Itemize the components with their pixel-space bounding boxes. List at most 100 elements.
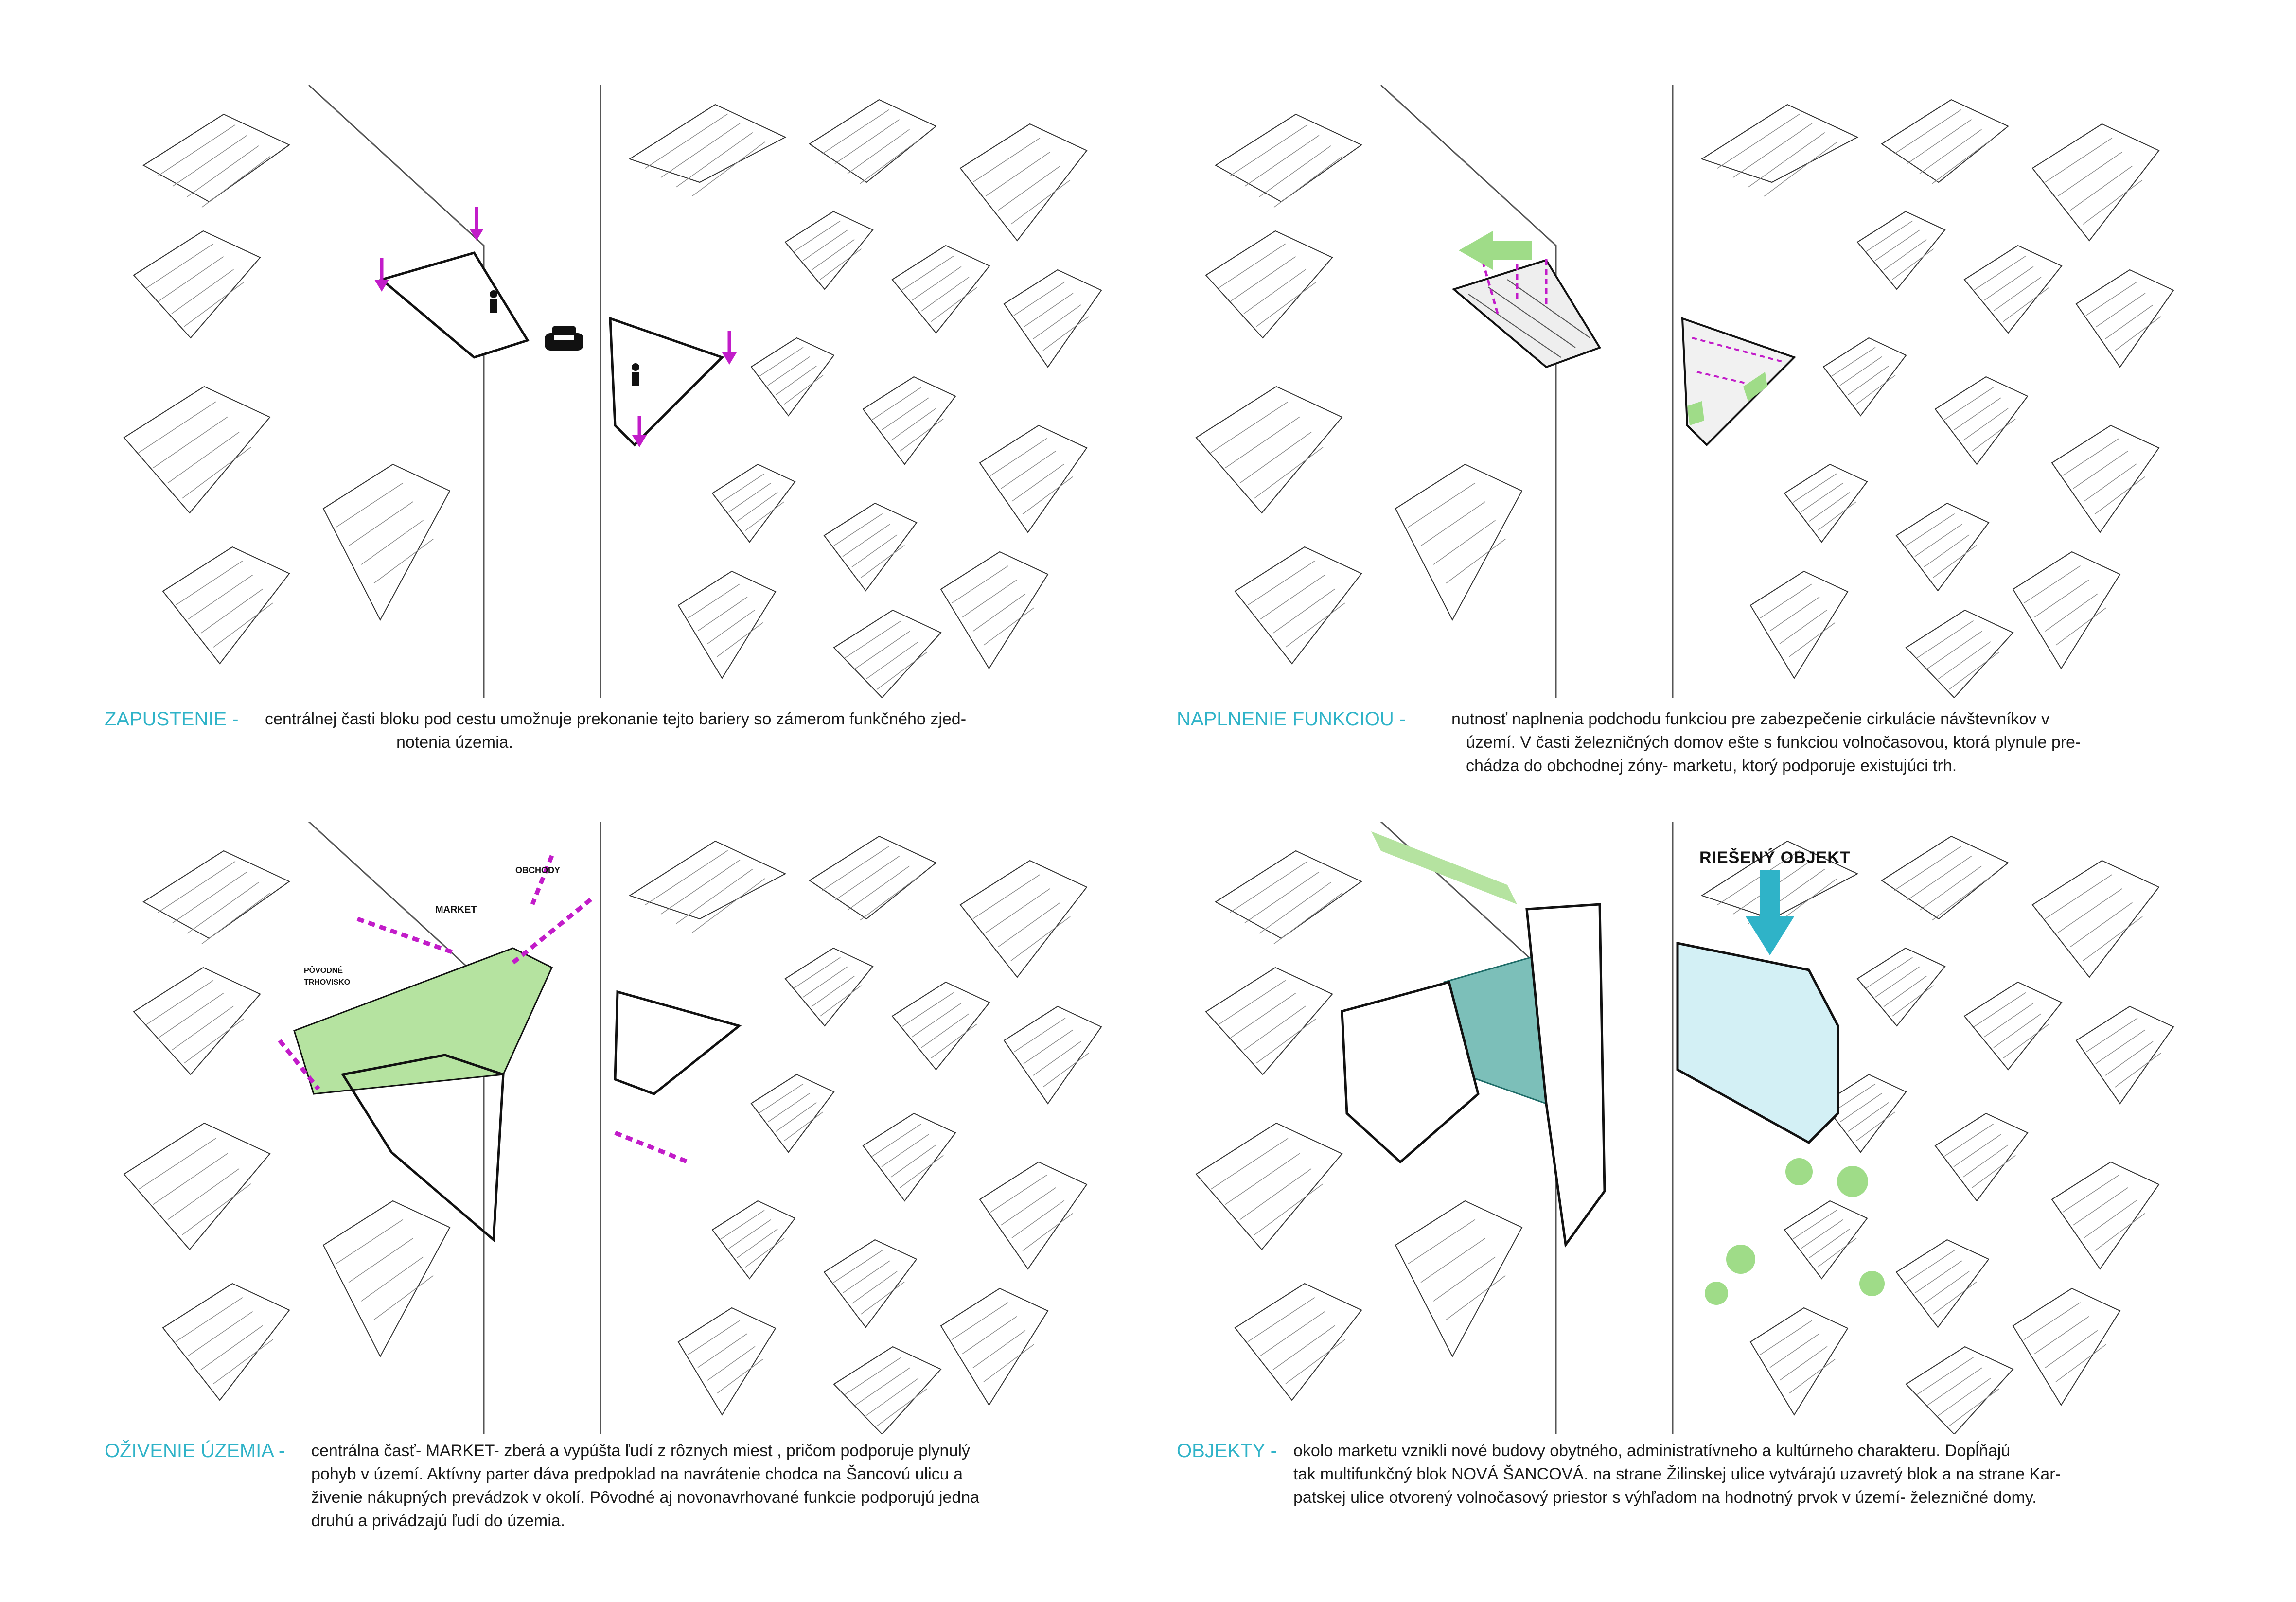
building-facade-line	[876, 1388, 927, 1427]
building-block	[891, 245, 990, 334]
building-facade-line	[159, 256, 224, 301]
building-facade-line	[1272, 1325, 1335, 1371]
building-block	[1905, 1346, 2014, 1434]
city-blocks	[123, 99, 1102, 698]
building-facade-line	[842, 1260, 890, 1294]
building-facade-line	[1962, 1144, 2009, 1178]
building-facade-line	[1273, 156, 1343, 208]
building-block	[628, 840, 787, 920]
building-block	[1749, 1307, 1849, 1416]
building-facade-line	[890, 1144, 936, 1178]
building-facade-line	[1022, 476, 1073, 515]
building-block	[1700, 104, 1859, 183]
city-blocks	[123, 835, 1102, 1434]
building-facade-line	[1732, 123, 1813, 178]
building-facade-line	[1285, 1339, 1345, 1384]
building-block	[1234, 1283, 1362, 1401]
building-facade-line	[1760, 1320, 1812, 1356]
caption-line: nutnosť naplnenia podchodu funkciou pre …	[1451, 710, 2049, 728]
building-facade-line	[951, 565, 1009, 604]
building-facade-line	[153, 416, 228, 469]
plot-right	[614, 990, 742, 1095]
building-facade-line	[187, 882, 259, 934]
green-park-top	[1371, 831, 1517, 904]
building-block	[1195, 386, 1343, 514]
new-building-east	[1525, 903, 1606, 1248]
building-facade-line	[1894, 109, 1962, 155]
building-facade-line	[861, 1281, 905, 1315]
building-block	[2031, 123, 2160, 242]
building-facade-line	[911, 266, 962, 301]
building-facade-line	[872, 387, 922, 420]
building-facade-line	[998, 165, 1060, 211]
building-facade-line	[844, 1356, 902, 1395]
building-block	[1205, 230, 1333, 339]
building-facade-line	[745, 1238, 785, 1268]
building-block	[1963, 245, 2063, 334]
building-block	[862, 1112, 956, 1202]
building-facade-line	[1256, 1018, 1316, 1064]
building-facade-line	[1789, 1358, 1836, 1394]
building-facade-line	[2073, 1187, 2128, 1226]
building-facade-line	[2095, 293, 2146, 328]
building-facade-line	[1210, 401, 1289, 453]
building-facade-line	[759, 1083, 804, 1113]
building-block	[322, 463, 451, 621]
building-block	[142, 850, 290, 939]
building-facade-line	[1010, 916, 1071, 961]
building-block	[162, 546, 290, 665]
panel-ozivenie: OBCHODY MARKET PÔVODNÉ TRHOVISKO	[105, 822, 1116, 1434]
building-block	[1003, 1005, 1102, 1105]
building-facade-line	[1260, 1311, 1325, 1356]
building-facade-line	[822, 109, 890, 155]
building-facade-line	[1433, 1256, 1496, 1302]
building-facade-line	[1433, 520, 1496, 565]
caption-line: tak multifunkčný blok NOVÁ ŠANCOVÁ. na s…	[1293, 1465, 2061, 1483]
building-facade-line	[847, 129, 910, 174]
building-facade-line	[1993, 1013, 2042, 1048]
building-facade-line	[1230, 124, 1308, 176]
axonometric-city-diagram-1	[123, 85, 1102, 698]
building-facade-line	[2115, 316, 2161, 351]
building-block	[2051, 1161, 2160, 1270]
building-facade-line	[983, 1344, 1034, 1382]
building-block	[677, 1307, 777, 1416]
building-facade-line	[1011, 463, 1065, 502]
caption-line: centrálnej časti bloku pod cestu umožnuj…	[265, 710, 967, 728]
building-block	[1234, 546, 1362, 665]
building-facade-line	[820, 985, 862, 1017]
building-facade-line	[1914, 1260, 1962, 1294]
building-facade-line	[1817, 501, 1857, 531]
building-facade-line	[1856, 375, 1896, 405]
building-facade-line	[1944, 1123, 1994, 1157]
building-facade-line	[802, 229, 848, 262]
car-icon	[545, 326, 583, 351]
building-facade-line	[373, 538, 434, 584]
building-facade-line	[171, 1005, 234, 1051]
building-facade-line	[2057, 151, 2123, 197]
building-facade-line	[2045, 138, 2113, 183]
building-facade-line	[146, 980, 214, 1025]
caption-line: okolo marketu vznikli nové budovy obytné…	[1293, 1442, 2011, 1460]
building-facade-line	[1272, 588, 1335, 634]
building-facade-line	[1042, 316, 1089, 351]
building-block	[1881, 835, 2009, 920]
building-facade-line	[1933, 1281, 1977, 1315]
caption-body: centrálnej časti bloku pod cestu umožnuj…	[265, 707, 1116, 754]
building-facade-line	[1938, 641, 1991, 680]
building-facade-line	[2034, 1316, 2089, 1355]
building-facade-line	[1239, 431, 1312, 484]
building-facade-line	[158, 124, 236, 176]
building-facade-line	[1892, 248, 1934, 280]
building-facade-line	[660, 859, 741, 915]
building-facade-line	[175, 1297, 243, 1342]
building-facade-line	[348, 501, 414, 546]
building-facade-line	[1717, 850, 1801, 905]
building-facade-line	[1932, 139, 1992, 184]
building-facade-line	[2062, 438, 2120, 476]
building-facade-line	[1273, 892, 1343, 945]
building-block	[628, 104, 787, 183]
building-facade-line	[972, 593, 1026, 632]
building-block	[162, 1283, 290, 1401]
building-facade-line	[1013, 281, 1066, 316]
